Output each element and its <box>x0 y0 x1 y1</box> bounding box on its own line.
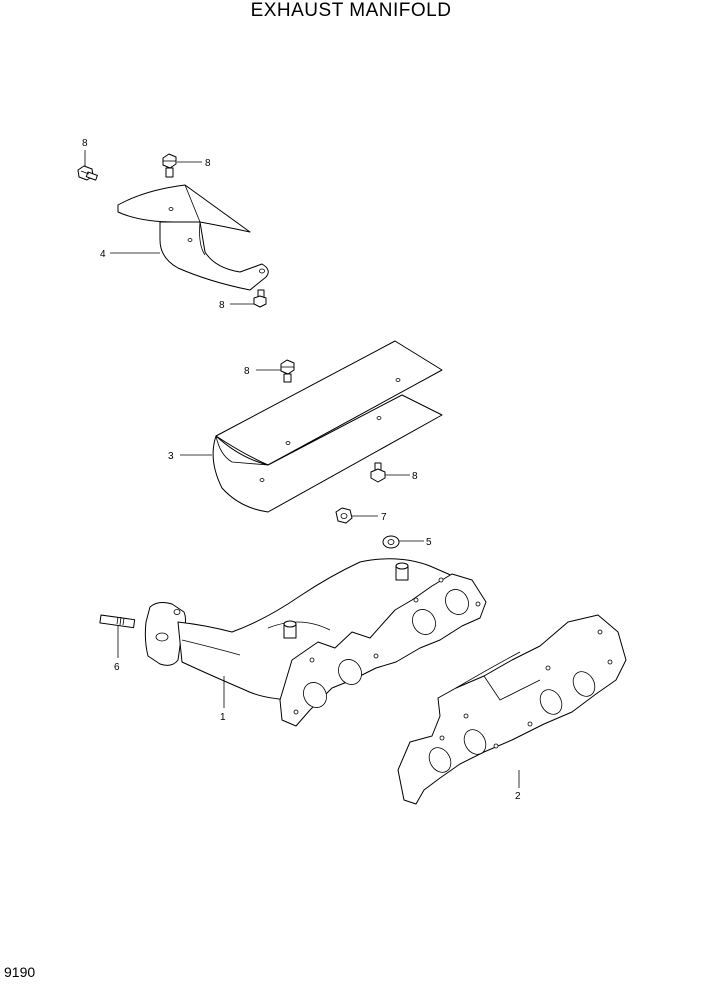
page-title: EXHAUST MANIFOLD <box>250 0 452 21</box>
bolt-part-8-left-of-shield[interactable] <box>256 359 295 383</box>
heat-shield-part-3[interactable] <box>180 340 443 513</box>
exhaust-manifold-part-1[interactable] <box>144 558 487 727</box>
callout-8-top-left: 8 <box>82 138 88 149</box>
callout-8-right-of-shield: 8 <box>412 471 418 482</box>
bolt-part-8-middle-upper[interactable] <box>230 289 267 308</box>
bolt-part-8-top-left[interactable] <box>77 150 98 181</box>
callout-1: 1 <box>220 712 226 723</box>
bolt-part-8-right-of-shield[interactable] <box>370 462 410 483</box>
stud-part-6[interactable] <box>99 614 136 658</box>
callout-2: 2 <box>515 791 521 802</box>
bolt-part-8-top[interactable] <box>162 153 202 178</box>
callout-6: 6 <box>114 662 120 673</box>
callout-8-middle-upper: 8 <box>219 300 225 311</box>
page-number: 9190 <box>4 964 36 980</box>
manifold-gasket-part-2[interactable] <box>397 614 627 805</box>
callout-4: 4 <box>100 249 106 260</box>
callout-5: 5 <box>426 537 432 548</box>
callout-7: 7 <box>381 512 387 523</box>
callout-8-top: 8 <box>205 158 211 169</box>
washer-part-5[interactable] <box>382 535 424 549</box>
nut-part-7[interactable] <box>335 507 378 524</box>
callout-8-left-of-shield: 8 <box>244 366 250 377</box>
callout-3: 3 <box>168 451 174 462</box>
heat-shield-part-4[interactable] <box>110 184 269 291</box>
